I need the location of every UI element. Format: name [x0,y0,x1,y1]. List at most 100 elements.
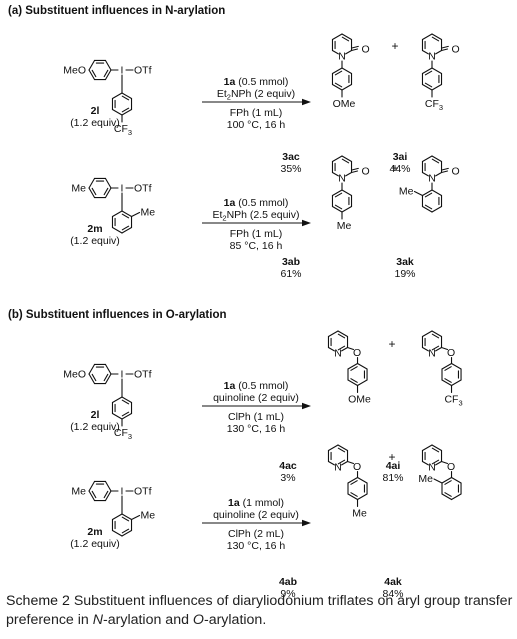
product-ortho-substituent: Me [399,186,414,198]
ring-bond [435,49,443,55]
plus-sign: + [388,450,395,464]
ring-double-bond [350,480,358,485]
ring-bond [327,330,339,338]
ether-bond [346,460,355,465]
caption-text-1: Substituent influences of diaryliodonium… [6,593,513,628]
product-compound-number: 4ab [279,576,297,588]
reagent-equivalents: (1.2 equiv) [70,421,120,433]
ring-bond [421,67,433,75]
ring-bond [356,379,368,387]
reaction-arrowhead [302,219,311,227]
ring-bond [421,189,433,197]
triflate-label: OTf [134,486,152,498]
product-compound-number: 4ai [386,460,401,472]
ring-bond [331,171,339,177]
product-ortho-substituent: Me [418,473,433,485]
ring-bond [111,412,123,420]
product-para-substituent: Me [352,508,367,520]
ring-double-bond [121,225,130,231]
product-compound-number: 3ai [393,151,408,163]
ether-oxygen-label: O [447,347,455,359]
product-para-substituent: OMe [333,98,356,110]
ring-bond [331,83,343,91]
reagent-equivalents: (1.2 equiv) [70,235,120,247]
reagent-substituent-label: MeO [63,65,86,77]
product-para-substituent: OMe [348,394,371,406]
ring-bond [331,49,339,55]
product-para-substituent: Me [337,220,352,232]
ring-double-bond [91,490,97,499]
ring-nitrogen-label: N [334,462,342,474]
plus-sign-0-1: + [391,161,398,175]
carbonyl-bond [350,48,359,52]
ring-bond [121,513,133,521]
ring-bond [356,476,368,484]
caption-text-2: -arylation and [103,612,193,628]
ring-bond [337,444,349,452]
section-header: (a) Substituent influences in N-arylatio… [8,5,225,17]
reagent-lower-substituent: CF3 [114,123,132,137]
reaction-conditions-0-1: 1a (0.5 mmol)Et2NPh (2.5 equiv)FPh (1 mL… [202,197,311,252]
ring-nitrogen-label: N [338,173,346,185]
ring-nitrogen-label: N [428,348,436,360]
product-yield: 44% [389,163,410,175]
ring-bond [431,444,443,452]
ring-double-bond [341,36,350,42]
condition-base: quinoline (2 equiv) [213,392,299,404]
ring-bond [331,33,343,41]
ring-bond [421,33,433,41]
product-para-substituent: CF3 [444,394,462,408]
carbonyl-oxygen-label: O [452,166,460,178]
ring-bond [347,493,359,501]
section-header: (b) Substituent influences in O-arylatio… [8,309,227,321]
ring-double-bond [424,192,433,198]
ether-bond [440,346,449,351]
iodine-label: I [121,65,124,77]
ring-bond [441,362,453,370]
condition-substrate: 1a (1 mmol) [228,497,284,509]
ring-bond [435,460,443,466]
ring-bond [421,346,429,352]
ring-bond [421,171,429,177]
ring-bond [341,205,353,213]
carbonyl-oxygen-label: O [362,44,370,56]
ortho-methyl-bond [130,211,141,218]
ring-double-bond [103,187,109,196]
ring-double-bond [103,490,109,499]
ortho-methyl-bond [413,190,424,197]
product-yield: 35% [280,163,301,175]
ring-double-bond [91,373,97,382]
product-yield: 3% [280,472,295,484]
ring-double-bond [337,447,346,453]
ring-double-bond [121,411,130,417]
carbonyl-double-bond [441,45,449,49]
ring-bond [347,362,359,370]
ring-bond [88,187,96,199]
triflate-label: OTf [134,183,152,195]
ring-double-bond [337,333,346,339]
ether-oxygen-label: O [353,461,361,473]
ring-bond [347,379,359,387]
plus-sign-0-0: + [391,39,398,53]
ring-bond [111,210,123,218]
reaction-arrowhead [302,402,311,410]
reagent-ortho-substituent: Me [141,207,156,219]
reagent-substituent-label: Me [71,486,86,498]
ring-double-bond [121,528,130,534]
ring-bond [331,189,343,197]
ring-bond [111,529,123,537]
ring-bond [121,226,133,234]
ring-nitrogen-label: N [334,348,342,360]
reagent-substituent-label: MeO [63,369,86,381]
